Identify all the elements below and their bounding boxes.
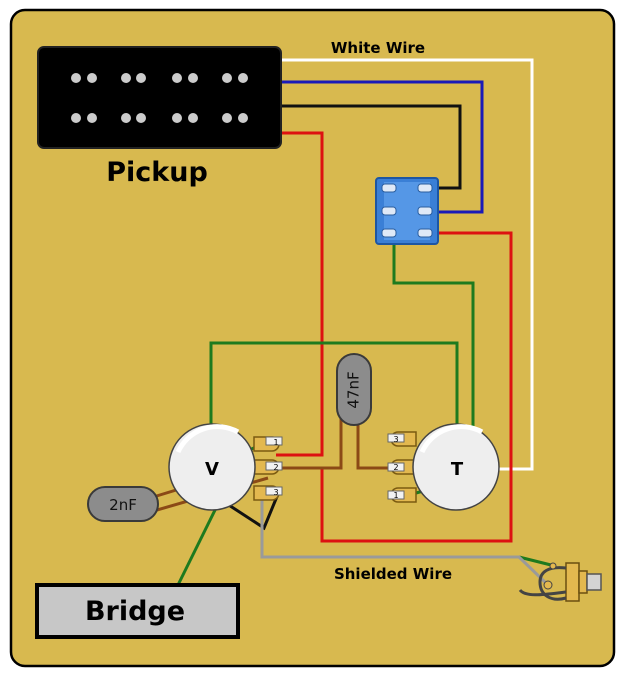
capacitor-47nf-label: 47nF xyxy=(345,371,363,408)
green-wire-ground-loop xyxy=(209,341,459,460)
volume-pot-label: V xyxy=(205,459,219,480)
volume-pot: V 1 2 3 xyxy=(168,423,283,511)
capacitor-47nf: 47nF xyxy=(336,353,372,426)
white-wire xyxy=(280,58,534,471)
tone-pot: T 3 2 1 xyxy=(387,423,500,511)
capacitor-2nf: 2nF xyxy=(87,486,159,522)
black-wire-volume-ground xyxy=(217,493,280,531)
tone-pot-label: T xyxy=(451,459,464,480)
blue-wire xyxy=(280,80,484,214)
volume-pot-lugs xyxy=(253,436,283,501)
volume-lug-label: 1 xyxy=(273,438,278,447)
tone-lug-label: 2 xyxy=(393,463,398,472)
shielded-wire-label: Shielded Wire xyxy=(334,565,452,583)
toggle-switch xyxy=(375,177,439,245)
white-wire-label: White Wire xyxy=(331,39,425,57)
tone-pot-lugs xyxy=(387,431,417,503)
pickup-label: Pickup xyxy=(106,157,208,188)
black-wire xyxy=(280,104,462,190)
tone-lug-label: 1 xyxy=(393,491,398,500)
capacitor-2nf-label: 2nF xyxy=(109,496,137,514)
tone-lug-label: 3 xyxy=(393,435,398,444)
volume-lug-label: 3 xyxy=(273,488,278,497)
red-wire-pickup xyxy=(276,131,324,457)
bridge-label: Bridge xyxy=(85,596,185,627)
green-wire-jack xyxy=(518,555,552,567)
pickup xyxy=(37,46,282,149)
volume-lug-label: 2 xyxy=(273,463,278,472)
output-jack xyxy=(518,562,602,602)
green-wire-switch xyxy=(392,240,475,449)
green-wire-bridge xyxy=(176,503,220,586)
shielded-wire xyxy=(260,496,550,587)
bridge xyxy=(35,583,240,639)
